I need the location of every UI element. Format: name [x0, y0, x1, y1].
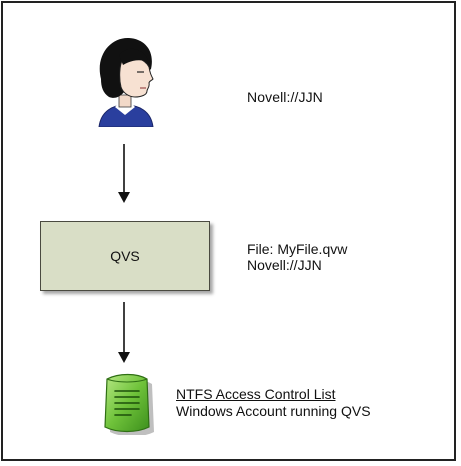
acl-title: NTFS Access Control List: [176, 386, 336, 402]
diagram-frame: Novell://JJN QVS File: MyFile.qvw Novell…: [1, 1, 456, 461]
down-arrow-icon: [118, 144, 130, 203]
qvs-server-label: QVS: [110, 248, 140, 264]
down-arrow-icon: [118, 302, 130, 363]
user-account-label: Novell://JJN: [247, 89, 323, 105]
user-avatar-icon: [98, 37, 154, 127]
acl-info: NTFS Access Control List Windows Account…: [176, 386, 371, 420]
server-account-label: Novell://JJN: [247, 257, 322, 273]
acl-account-label: Windows Account running QVS: [176, 403, 371, 419]
server-file-label: File: MyFile.qvw: [247, 241, 348, 257]
qvs-server-box: QVS: [40, 221, 210, 291]
server-info: File: MyFile.qvw Novell://JJN: [247, 241, 347, 273]
document-icon: [104, 373, 154, 435]
